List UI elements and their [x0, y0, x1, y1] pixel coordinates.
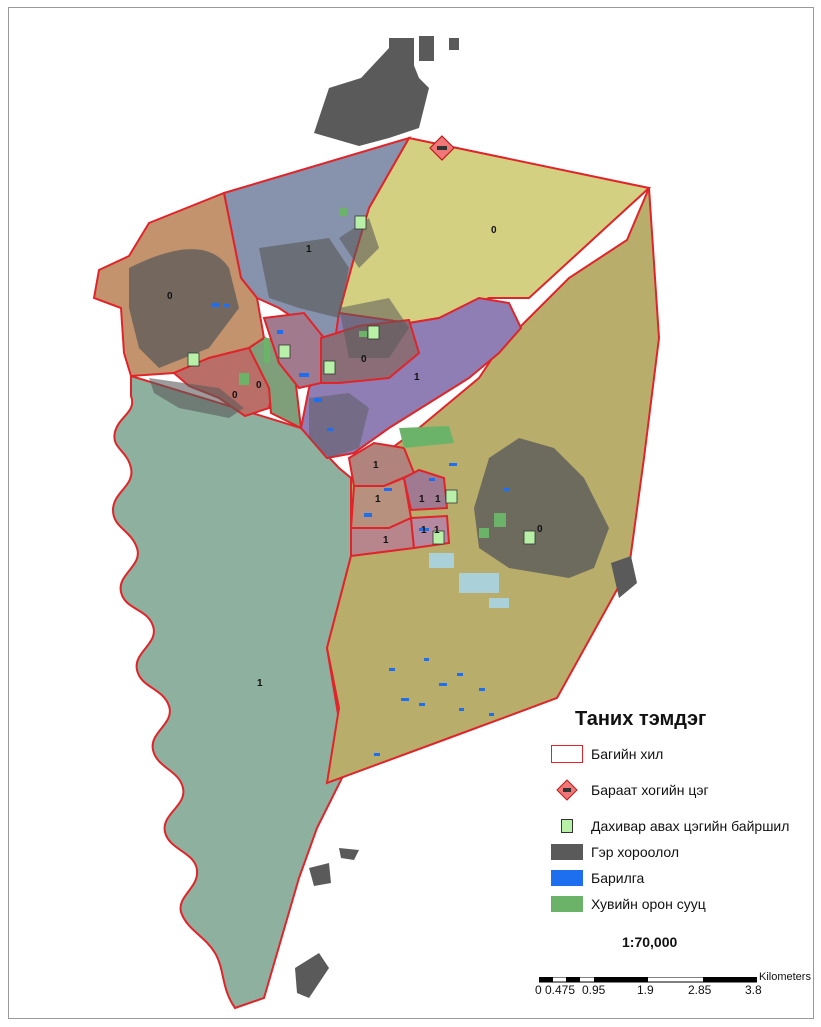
- zone-label: 1: [375, 494, 381, 505]
- scale-tick: 2.85: [688, 983, 712, 997]
- zone-label: 1: [419, 494, 425, 505]
- legend-label: Гэр хороолол: [591, 844, 680, 860]
- zone-label: 0: [167, 291, 173, 302]
- zone-label: 1: [421, 525, 427, 536]
- legend-label: Барилга: [591, 870, 645, 886]
- legend-label: Багийн хил: [591, 746, 664, 762]
- building-layer: [212, 303, 510, 756]
- scale-tick: 1.9: [637, 983, 654, 997]
- zone-label: 1: [435, 494, 441, 505]
- scale-ratio: 1:70,000: [622, 934, 678, 950]
- gray-swatch-icon: [549, 842, 585, 862]
- legend-item-boundary: Багийн хил: [549, 742, 663, 766]
- zone-label: 0: [232, 390, 238, 401]
- scale-tick: 0.95: [582, 983, 606, 997]
- ger-district-layer: [129, 36, 637, 998]
- zone-mid-4: [402, 468, 449, 512]
- blue-swatch-icon: [549, 868, 585, 888]
- zone-label: 0: [361, 354, 367, 365]
- dump-site-marker: [429, 135, 455, 161]
- zone-label: 1: [306, 244, 312, 255]
- legend-item-recycling: Дахивар авах цэгийн байршил: [549, 814, 789, 838]
- legend-label: Бараат хогийн цэг: [591, 782, 709, 798]
- zone-label: 1: [383, 535, 389, 546]
- zone-label: 1: [373, 460, 379, 471]
- boundary-swatch-icon: [549, 744, 585, 764]
- recycling-markers: [187, 215, 536, 545]
- scale-unit: Kilometers: [759, 971, 811, 983]
- zone-label: 0: [491, 225, 497, 236]
- zone-label: 1: [434, 525, 440, 536]
- scale-bar-graphic: [539, 977, 757, 983]
- private-housing-layer: [239, 208, 506, 538]
- light-blue-blocks: [429, 553, 509, 608]
- legend-item-private-housing: Хувийн орон сууц: [549, 892, 706, 916]
- map-frame: 0 1 0 0 0 0 1 1 1 1 1 1 1 1 0 1 Таних тэ…: [8, 7, 814, 1019]
- legend-title: Таних тэмдэг: [575, 708, 707, 730]
- legend-label: Дахивар авах цэгийн байршил: [591, 818, 790, 834]
- zone-label: 0: [256, 380, 262, 391]
- scale-tick: 0: [535, 983, 542, 997]
- district-map: 0 1 0 0 0 0 1 1 1 1 1 1 1 1 0 1: [92, 36, 661, 1010]
- dump-site-diamond-icon: [549, 779, 585, 801]
- legend-label: Хувийн орон сууц: [591, 896, 706, 912]
- zone-label: 1: [257, 678, 263, 689]
- scale-tick: 3.8: [745, 983, 762, 997]
- zone-label: 0: [537, 524, 543, 535]
- zone-southwest: [111, 374, 352, 1010]
- legend-item-building: Барилга: [549, 866, 644, 890]
- green-swatch-icon: [549, 894, 585, 914]
- scale-tick: 0.475: [545, 983, 576, 997]
- recycling-bin-icon: [549, 816, 585, 836]
- zone-label: 1: [414, 372, 420, 383]
- legend-item-ger: Гэр хороолол: [549, 840, 679, 864]
- zone-labels: 0 1 0 0 0 0 1 1 1 1 1 1 1 1 0 1: [167, 225, 543, 689]
- zone-mid-2: [349, 476, 413, 529]
- legend-item-dump-site: Бараат хогийн цэг: [549, 778, 709, 802]
